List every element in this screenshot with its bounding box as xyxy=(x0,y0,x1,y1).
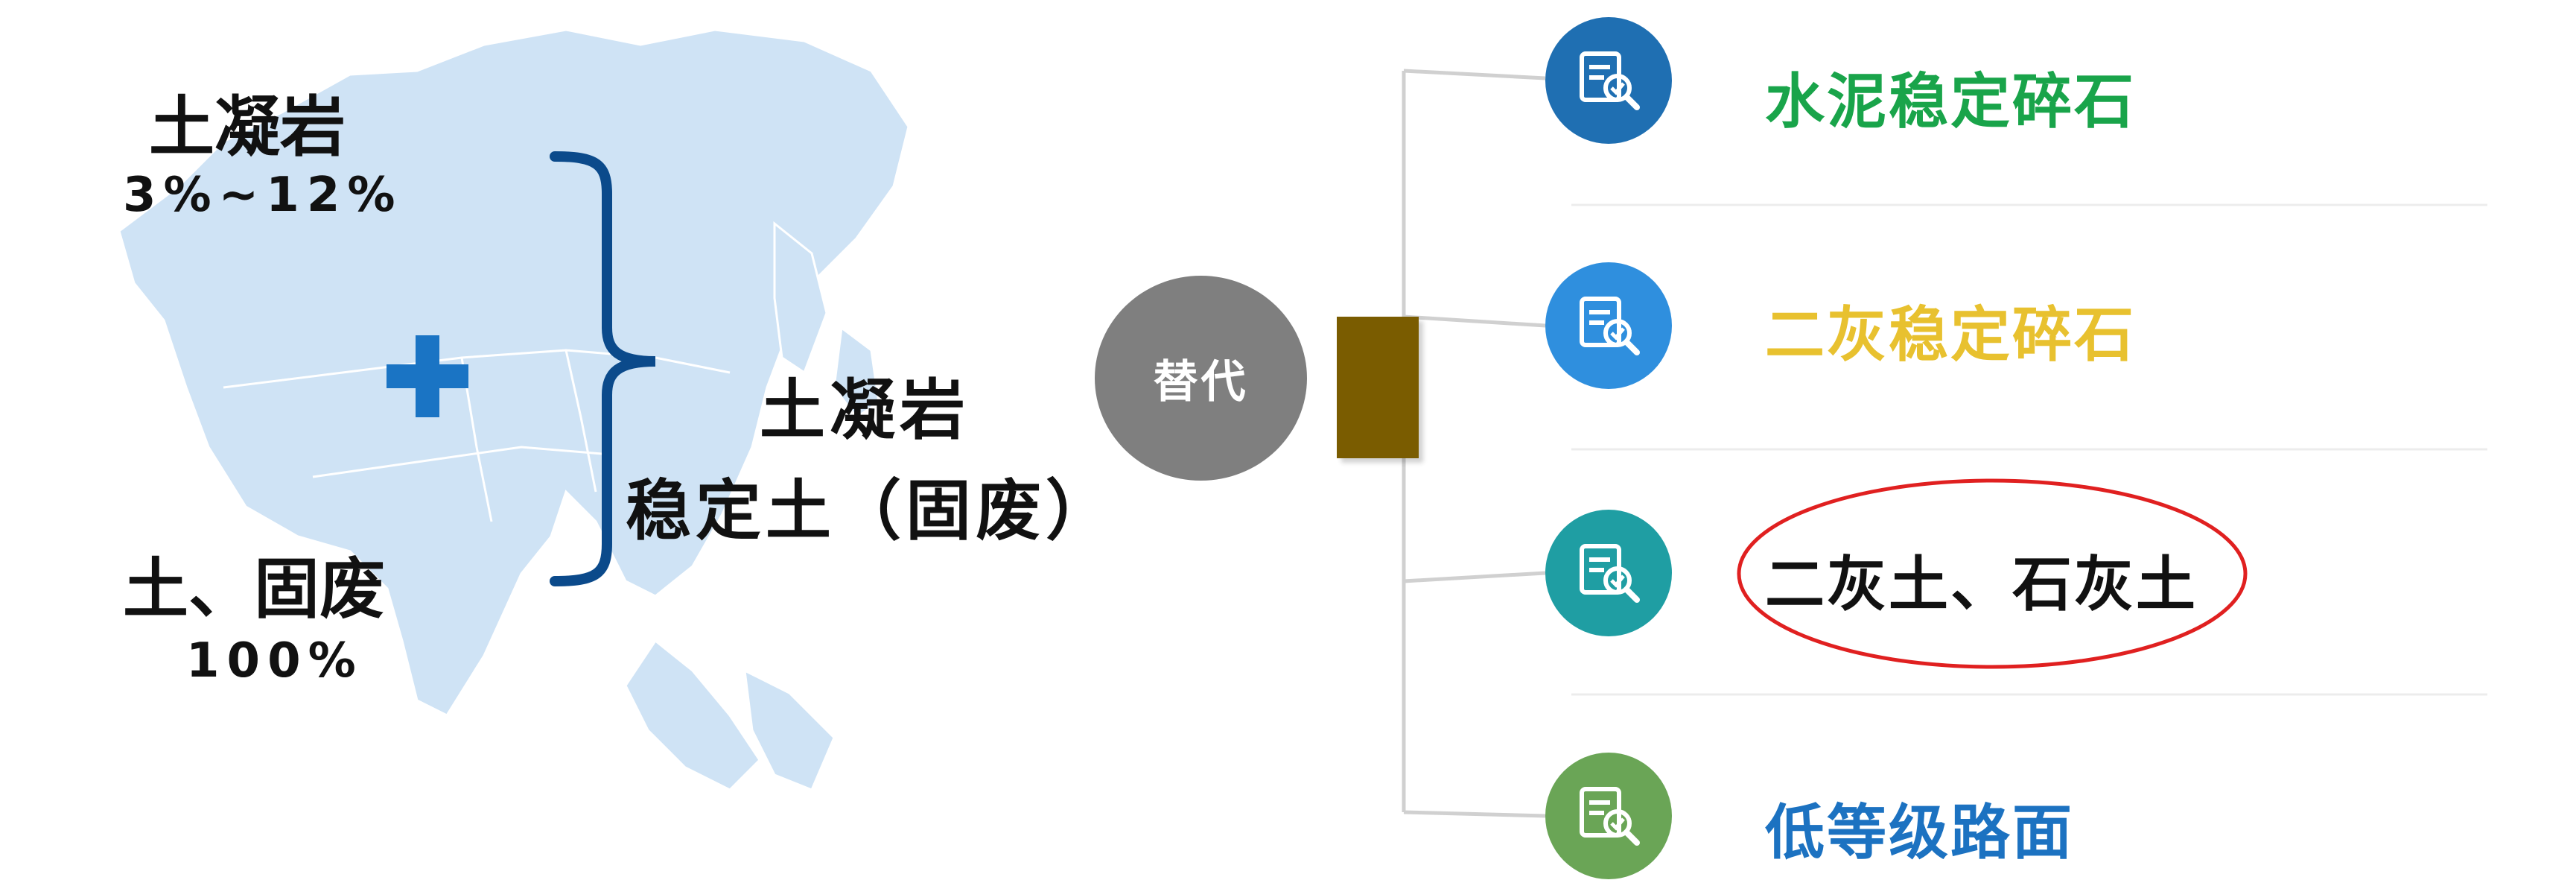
plus-icon xyxy=(387,335,468,417)
branch-block xyxy=(1337,317,1419,458)
replace-node: 替代 xyxy=(1095,276,1307,481)
highlight-ellipse xyxy=(1737,478,2248,669)
result-line-1: 土凝岩 xyxy=(760,372,970,449)
option-label: 低等级路面 xyxy=(1765,798,2074,867)
search-document-icon xyxy=(1545,510,1672,636)
search-document-icon xyxy=(1545,262,1672,389)
option-label: 水泥稳定碎石 xyxy=(1765,67,2136,136)
search-document-icon xyxy=(1545,17,1672,144)
top-title: 土凝岩 xyxy=(149,89,346,165)
bottom-title: 土、固废 xyxy=(123,551,386,627)
option-label-highlighted: 二灰土、石灰土 xyxy=(1765,550,2198,619)
top-range: 3%~12% xyxy=(123,168,403,223)
result-line-2: 稳定土（固废） xyxy=(626,472,1116,549)
row-separators xyxy=(1571,203,2487,696)
curly-bracket xyxy=(550,151,656,586)
asia-map xyxy=(118,28,910,791)
bottom-percent: 100% xyxy=(186,633,363,689)
search-document-icon xyxy=(1545,753,1672,879)
connector-lines xyxy=(1402,69,1546,818)
option-label: 二灰稳定碎石 xyxy=(1765,300,2136,370)
